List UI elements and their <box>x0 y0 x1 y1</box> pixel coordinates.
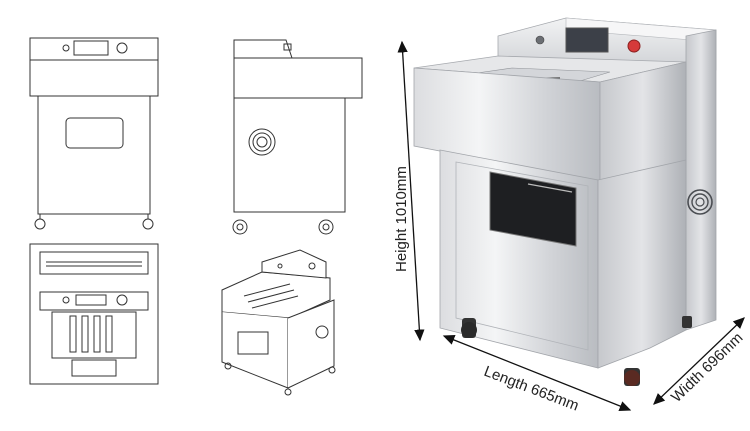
product-photo <box>413 17 717 386</box>
isometric-view <box>221 249 336 396</box>
viewing-window <box>489 171 577 247</box>
touch-screen <box>565 27 609 53</box>
side-view <box>232 39 363 235</box>
emergency-stop-button <box>627 39 641 53</box>
top-view <box>29 243 159 385</box>
height-label: Height 1010mm <box>393 166 410 272</box>
height-dimension: Height 1010mm <box>393 40 425 342</box>
fan-grille <box>687 189 713 215</box>
width-label: Width 696mm <box>668 329 746 406</box>
front-view <box>29 37 159 230</box>
